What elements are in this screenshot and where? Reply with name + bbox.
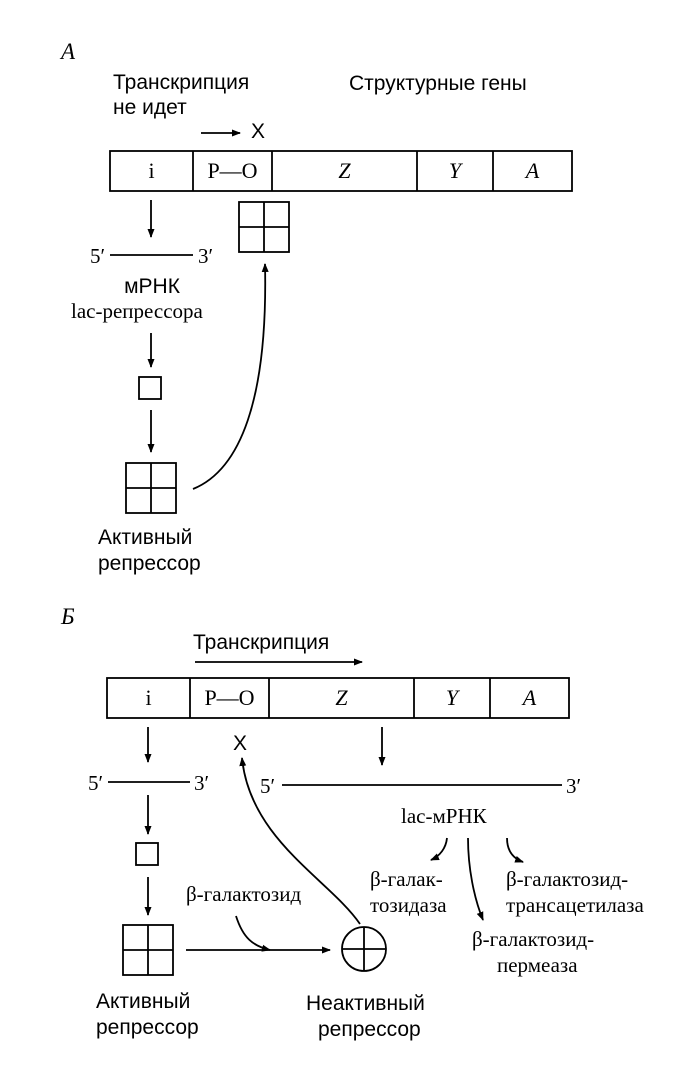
inducer-label: β-галактозид <box>186 882 302 906</box>
mrna-label-a-1: мРНК <box>124 275 180 298</box>
release-arrow-b <box>239 757 361 925</box>
binding-arrow-a <box>192 263 269 490</box>
inactive-repressor-label-1: Неактивный <box>306 992 425 1015</box>
transacetylase-label-1: β-галактозид- <box>506 867 629 891</box>
inactive-repressor-label-2: репрессор <box>318 1018 421 1041</box>
transacetylase-label-2: трансацетилаза <box>506 893 644 917</box>
active-repressor-a-label-1: Активный <box>98 526 193 549</box>
gene-z-b: Z <box>335 685 348 710</box>
operator-x-a: X <box>251 120 266 143</box>
mrna-5-right-b: 5′ <box>260 774 276 798</box>
arrow-to-permease <box>467 837 484 921</box>
gene-i-a: i <box>148 158 155 183</box>
repressor-monomer-a <box>138 376 162 400</box>
gene-z-a: Z <box>338 158 351 183</box>
gene-po-a: P—O <box>207 158 258 183</box>
transcription-label-b: Транскрипция <box>193 631 330 654</box>
permease-label-2: пермеаза <box>497 953 578 977</box>
gene-y-a: Y <box>448 158 462 183</box>
gene-bar-a <box>109 150 573 192</box>
gene-y-b: Y <box>445 685 459 710</box>
mrna-3-a: 3′ <box>198 244 214 268</box>
active-repressor-a <box>125 462 177 514</box>
mrna-3-right-b: 3′ <box>566 774 582 798</box>
arrow-to-transacetylase <box>506 837 524 863</box>
galactosidase-label-2: тозидаза <box>370 893 447 917</box>
active-repressor-b-label-2: репрессор <box>96 1016 199 1039</box>
panel-a-letter: А <box>61 39 76 64</box>
mrna-5-a: 5′ <box>90 244 106 268</box>
mrna-label-a-2: lac-репрессора <box>71 299 203 323</box>
panel-b-letter: Б <box>61 604 75 629</box>
mrna-3-left-b: 3′ <box>194 771 210 795</box>
active-repressor-b-label-1: Активный <box>96 990 191 1013</box>
inducer-arrow-b <box>235 915 271 952</box>
lac-mrna-label: lac-мРНК <box>401 804 487 828</box>
repressor-monomer-b <box>135 842 159 866</box>
galactosidase-label-1: β-галак- <box>370 867 443 891</box>
inactive-repressor-b <box>341 926 387 972</box>
active-repressor-b <box>122 924 174 976</box>
arrow-to-galactosidase <box>430 837 448 861</box>
operator-x-b: X <box>233 732 248 755</box>
mrna-5-left-b: 5′ <box>88 771 104 795</box>
structural-genes-label: Структурные гены <box>349 72 527 95</box>
bound-repressor-a <box>238 201 290 253</box>
gene-i-b: i <box>145 685 152 710</box>
gene-bar-b <box>106 677 570 719</box>
gene-a-b: A <box>522 685 537 710</box>
no-transcription-label: Транскрипция не идет <box>113 71 250 119</box>
gene-po-b: P—O <box>204 685 255 710</box>
gene-a-a: A <box>525 158 540 183</box>
active-repressor-a-label-2: репрессор <box>98 552 201 575</box>
permease-label-1: β-галактозид- <box>472 927 595 951</box>
